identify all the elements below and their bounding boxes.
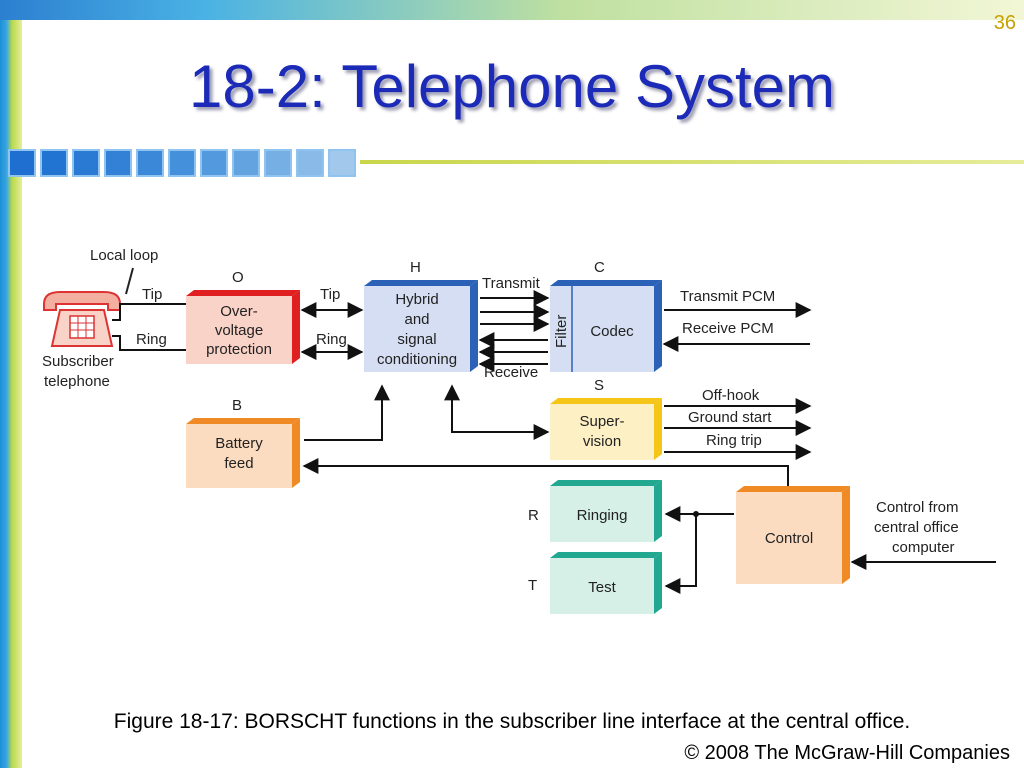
decorative-square — [72, 149, 100, 177]
test-block — [550, 552, 662, 614]
hybrid-tip-label: Tip — [320, 286, 340, 303]
ring-trip-label: Ring trip — [706, 432, 762, 449]
copyright: © 2008 The McGraw-Hill Companies — [684, 742, 1010, 764]
phone-ring-label: Ring — [136, 331, 167, 348]
hybrid-ring-label: Ring — [316, 331, 347, 348]
local-loop-label: Local loop — [90, 247, 158, 264]
top-decorative-bar — [0, 0, 1024, 20]
control-input-line2: central office — [874, 519, 959, 536]
decorative-square — [104, 149, 132, 177]
slide-title: 18-2: Telephone System — [189, 53, 835, 120]
receive-label: Receive — [484, 364, 538, 381]
supervision-line1: Super- — [579, 413, 624, 430]
transmit-label: Transmit — [482, 275, 541, 292]
hybrid-line2: and — [404, 311, 429, 328]
overvoltage-block — [186, 290, 300, 364]
decorative-square — [328, 149, 356, 177]
decorative-square — [40, 149, 68, 177]
test-label: Test — [588, 579, 616, 596]
ringing-block — [550, 480, 662, 542]
tip-wire-1 — [112, 303, 186, 321]
ground-start-label: Ground start — [688, 409, 772, 426]
battery-letter: B — [232, 397, 242, 414]
codec-label: Codec — [590, 323, 634, 340]
decorative-square — [8, 149, 36, 177]
supervision-block — [550, 398, 662, 460]
telephone-icon — [43, 291, 121, 347]
overvoltage-line3: protection — [206, 341, 272, 358]
telephone-label: telephone — [44, 373, 110, 390]
ring-wire-1 — [112, 335, 186, 351]
off-hook-label: Off-hook — [702, 387, 760, 404]
hybrid-letter: H — [410, 259, 421, 276]
hybrid-block — [364, 280, 478, 372]
page-number: 36 — [993, 12, 1016, 34]
battery-line2: feed — [224, 455, 253, 472]
hybrid-line4: conditioning — [377, 351, 457, 368]
overvoltage-line2: voltage — [215, 322, 263, 339]
decorative-square — [264, 149, 292, 177]
decorative-square — [200, 149, 228, 177]
receive-pcm-label: Receive PCM — [682, 320, 774, 337]
decorative-square — [232, 149, 260, 177]
ringing-label: Ringing — [577, 507, 628, 524]
left-decorative-bar — [0, 0, 22, 768]
title-rule — [360, 160, 1024, 164]
control-to-test-arrow — [664, 514, 697, 594]
decorative-squares — [8, 149, 360, 177]
battery-line1: Battery — [215, 435, 263, 452]
local-loop-pointer — [125, 267, 134, 295]
control-label: Control — [765, 530, 813, 547]
borscht-diagram: Local loop Subscriber telephone Tip Ring… — [42, 247, 996, 614]
ringing-letter: R — [528, 507, 539, 524]
supervision-line2: vision — [583, 433, 621, 450]
battery-block — [186, 418, 300, 488]
transmit-pcm-label: Transmit PCM — [680, 288, 775, 305]
overvoltage-letter: O — [232, 269, 244, 286]
figure-caption: Figure 18-17: BORSCHT functions in the s… — [113, 710, 911, 733]
decorative-square — [296, 149, 324, 177]
codec-block — [550, 280, 662, 372]
decorative-square — [136, 149, 164, 177]
codec-letter: C — [594, 259, 605, 276]
decorative-square — [168, 149, 196, 177]
test-letter: T — [528, 577, 537, 594]
control-input-line1: Control from — [876, 499, 959, 516]
supervision-letter: S — [594, 377, 604, 394]
control-block — [736, 486, 850, 584]
battery-to-hybrid-line — [304, 384, 390, 441]
hybrid-line3: signal — [397, 331, 436, 348]
overvoltage-line1: Over- — [220, 303, 258, 320]
control-input-line3: computer — [892, 539, 955, 556]
phone-tip-label: Tip — [142, 286, 162, 303]
hybrid-to-supervision-line — [444, 384, 550, 440]
filter-label: Filter — [553, 315, 570, 348]
hybrid-line1: Hybrid — [395, 291, 438, 308]
subscriber-label: Subscriber — [42, 353, 114, 370]
control-to-battery-line — [302, 458, 789, 488]
